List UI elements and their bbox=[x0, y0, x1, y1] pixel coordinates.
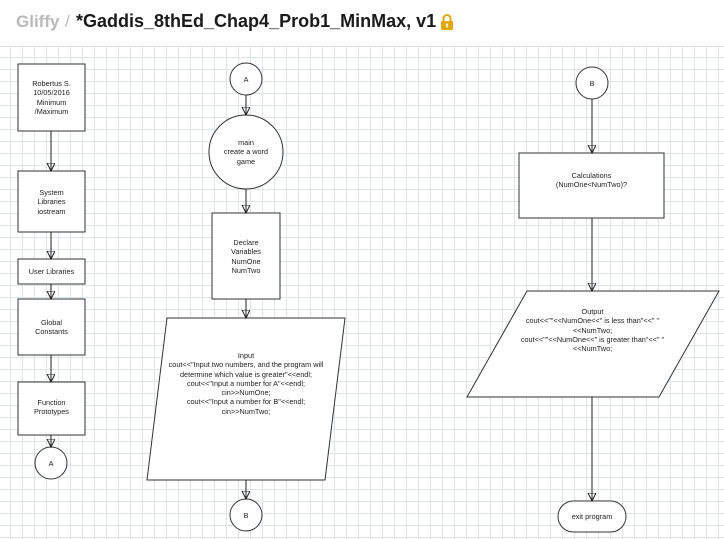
user-libraries-label: User Libraries bbox=[28, 267, 75, 276]
output-label: Output cout<<""<<NumOne<<" is less than"… bbox=[520, 307, 665, 354]
main-label: main create a word game bbox=[223, 138, 269, 166]
app-header: Gliffy / *Gaddis_8thEd_Chap4_Prob1_MinMa… bbox=[0, 0, 724, 47]
global-constants-label: Global Constants bbox=[35, 318, 68, 337]
document-title[interactable]: *Gaddis_8thEd_Chap4_Prob1_MinMax, v1 bbox=[76, 11, 437, 31]
connector-a-col2-label: A bbox=[243, 75, 249, 84]
connector-a-col1-label: A bbox=[48, 459, 54, 468]
connector-b-col3-label: B bbox=[589, 79, 595, 88]
declare-variables-label: Declare Variables NumOne NumTwo bbox=[231, 238, 261, 275]
input-label: Input cout<<"Input two numbers, and the … bbox=[168, 351, 324, 416]
lock-icon[interactable] bbox=[440, 14, 454, 30]
calculations-box[interactable] bbox=[518, 152, 665, 219]
function-prototypes-box[interactable] bbox=[17, 381, 86, 436]
function-prototypes-label: Function Prototypes bbox=[34, 398, 69, 417]
exit-program-label: exit program bbox=[571, 512, 613, 521]
global-constants-box[interactable] bbox=[17, 298, 86, 356]
author-label: Robertus S. 10/05/2016 Minimum /Maximum bbox=[32, 79, 71, 116]
brand-logo[interactable]: Gliffy bbox=[16, 12, 60, 31]
output-parallelogram[interactable] bbox=[466, 290, 720, 398]
breadcrumb-separator: / bbox=[65, 12, 70, 31]
connector-b-col2-label: B bbox=[243, 511, 249, 520]
input-parallelogram[interactable] bbox=[146, 317, 346, 481]
calculations-label: Calculations (NumOne<NumTwo)? bbox=[555, 171, 628, 190]
system-libraries-label: System Libraries iostream bbox=[37, 188, 66, 216]
